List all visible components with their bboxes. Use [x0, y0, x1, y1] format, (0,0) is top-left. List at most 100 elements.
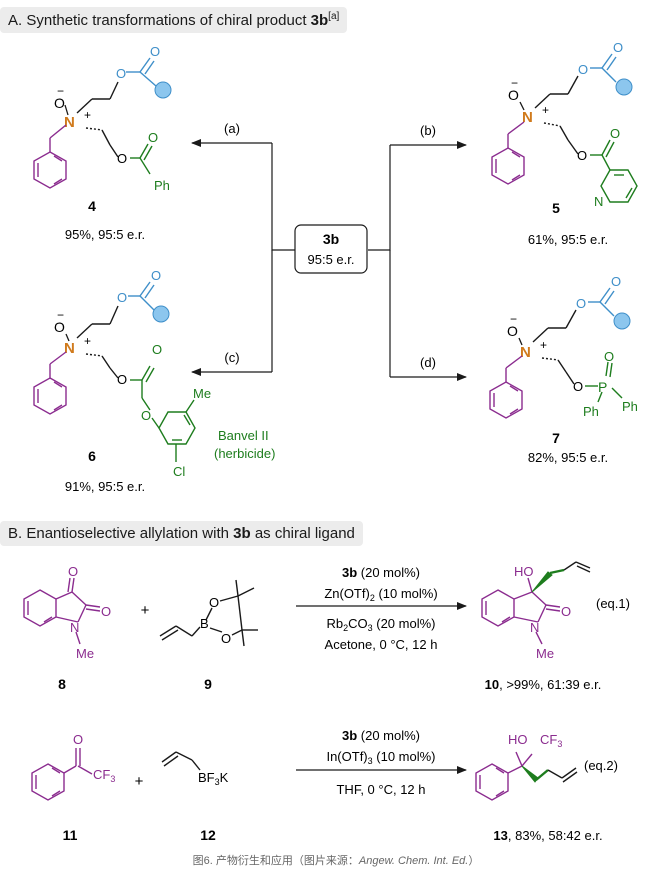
compound-4-label: 4	[88, 198, 96, 214]
atom-o-ester: O	[576, 296, 586, 311]
eq1-below1-sub1: 2	[343, 623, 348, 633]
atom-o-carbonyl: O	[613, 40, 623, 55]
atom-n-pyridine: N	[594, 194, 603, 209]
route-label-c: (c)	[224, 350, 239, 365]
compound-8-label: 8	[58, 676, 66, 692]
atom-o-1: O	[209, 595, 219, 610]
compound-12: BF3K 12	[161, 751, 229, 843]
eq1-below1-mid: CO	[348, 616, 368, 631]
eq1-above1-cmpd: 3b	[342, 565, 357, 580]
atom-ph: Ph	[154, 178, 170, 193]
compound-6-result: 91%, 95:5 e.r.	[65, 479, 145, 494]
atom-o-carbonyl: O	[611, 274, 621, 289]
atom-o-ester-2: O	[577, 148, 587, 163]
atom-o-amide: O	[561, 604, 571, 619]
bond-o-n	[64, 104, 69, 116]
blue-substituent	[615, 78, 633, 96]
eq1-above2-sub: 2	[370, 593, 375, 603]
eq2-above2: In(OTf)3 (10 mol%)	[326, 749, 435, 766]
atom-bf3k: BF3K	[198, 770, 229, 787]
eq1-below1: Rb2CO3 (20 mol%)	[326, 616, 435, 633]
compound-8: O O N Me 8	[23, 564, 111, 692]
atom-o-minus: O	[54, 319, 65, 335]
caption-pre: 图6. 产物衍生和应用（图片来源：	[192, 855, 359, 867]
atom-ho: HO	[508, 732, 528, 747]
compound-6-tag1: Banvel II	[218, 428, 269, 443]
compound-11-label: 11	[63, 827, 78, 843]
atom-o-carbonyl-2: O	[610, 126, 620, 141]
panel-b-header: B. Enantioselective allylation with 3b a…	[0, 521, 363, 546]
atom-o-benzoyl: O	[148, 130, 158, 145]
eq2-above1: 3b (20 mol%)	[342, 728, 420, 743]
eq1-above1: 3b (20 mol%)	[342, 565, 420, 580]
atom-cf3: CF3	[93, 767, 115, 784]
panel-a-letter: A.	[8, 12, 23, 29]
panel-b-title-pre: Enantioselective allylation with	[26, 525, 234, 542]
charge-minus: −	[511, 76, 518, 90]
eq2-above2-pre: In(OTf)	[326, 749, 367, 764]
eq2-above2-post: (10 mol%)	[373, 749, 436, 764]
atom-cf3: CF3	[540, 732, 562, 749]
compound-11: O CF3 11	[31, 732, 115, 843]
atom-ph-2: Ph	[583, 404, 599, 419]
atom-o-ester: O	[117, 290, 127, 305]
compound-9-label: 9	[204, 676, 212, 692]
compound-6: O − N + O O O	[33, 268, 275, 494]
panel-a-compound: 3b	[310, 12, 329, 29]
compound-10-label: 10	[485, 677, 499, 692]
blue-substituent	[613, 312, 631, 330]
compound-10-result: , >99%, 61:39 e.r.	[499, 677, 601, 692]
atom-n: N	[530, 620, 539, 635]
eq1-below2: Acetone, 0 °C, 12 h	[325, 637, 438, 652]
route-label-d: (d)	[420, 355, 436, 370]
route-lines	[191, 139, 467, 381]
panel-a-note: [a]	[328, 11, 340, 22]
caption-post: ）	[468, 855, 480, 867]
figure-caption: 图6. 产物衍生和应用（图片来源：Angew. Chem. Int. Ed.）	[0, 852, 672, 868]
atom-o-phosphinate: O	[573, 379, 583, 394]
eq1-above1-rest: (20 mol%)	[357, 565, 420, 580]
route-label-b: (b)	[420, 123, 436, 138]
charge-plus: +	[542, 103, 549, 117]
compound-12-label: 12	[200, 827, 216, 843]
compound-9: B O O 9	[159, 579, 258, 692]
eq2-above1-cmpd: 3b	[342, 728, 357, 743]
atom-b: B	[200, 616, 209, 631]
atom-o-2: O	[221, 631, 231, 646]
route-line-left-upper	[271, 143, 295, 251]
eq1-above2-post: (10 mol%)	[375, 586, 438, 601]
eq2-above1-rest: (20 mol%)	[357, 728, 420, 743]
plus-sign-1: +	[141, 602, 150, 619]
atom-o-ester-2: O	[117, 151, 127, 166]
compound-5: O − N + O O O	[491, 40, 638, 247]
atom-o-carbonyl: O	[151, 268, 161, 283]
compound-7: O − N + O O O P	[489, 274, 638, 465]
route-label-a: (a)	[224, 121, 240, 136]
compound-5-result: 61%, 95:5 e.r.	[528, 232, 608, 247]
atom-ho: HO	[514, 564, 534, 579]
atom-n: N	[64, 340, 75, 357]
compound-13: HO CF3 13, 83%, 58:42 e.r.	[475, 732, 603, 843]
atom-n: N	[520, 344, 531, 361]
compound-13-label: 13	[493, 828, 507, 843]
eq2-tag: (eq.2)	[584, 758, 618, 773]
atom-me: Me	[76, 646, 94, 661]
charge-minus: −	[57, 308, 64, 322]
atom-n: N	[70, 620, 79, 635]
plus-sign-2: +	[135, 773, 144, 790]
compound-6-label: 6	[88, 448, 96, 464]
blue-substituent	[152, 305, 170, 323]
eq1-above2-pre: Zn(OTf)	[324, 586, 370, 601]
atom-me: Me	[193, 386, 211, 401]
atom-ph-1: Ph	[622, 399, 638, 414]
atom-p: P	[598, 379, 607, 395]
atom-o-minus: O	[508, 87, 519, 103]
panel-a-header: A. Synthetic transformations of chiral p…	[0, 7, 348, 33]
compound-4: O − N + O O O O	[33, 44, 172, 242]
atom-me: Me	[536, 646, 554, 661]
atom-o-carbonyl-2: O	[152, 342, 162, 357]
atom-o-minus: O	[507, 323, 518, 339]
atom-o-ether: O	[141, 408, 151, 423]
eq1-below1-sub2: 3	[368, 623, 373, 633]
